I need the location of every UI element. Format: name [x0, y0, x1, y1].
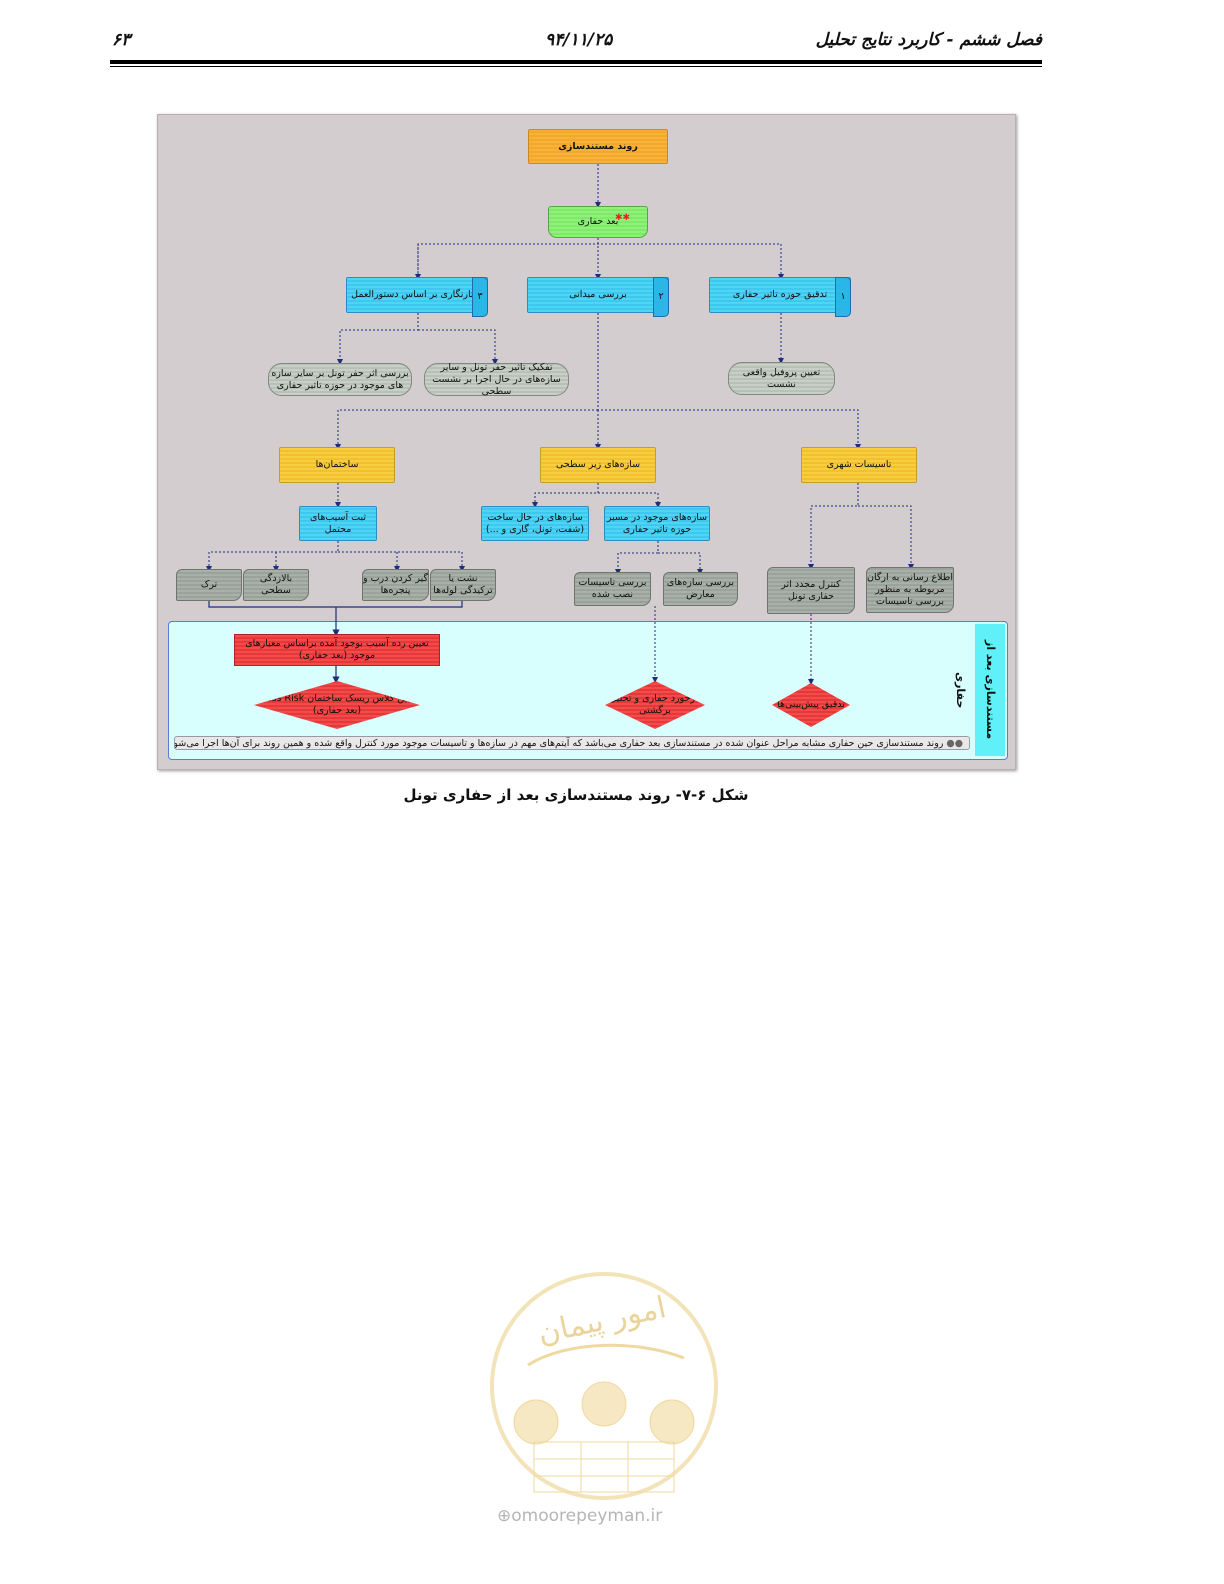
side-label: مستندسازی بعد از حفاری [954, 624, 1005, 756]
recheck-tunnel-node: کنترل مجدد اثر حفاری تونل [767, 567, 855, 614]
underground-structures-node: سازه‌های زیر سطحی [540, 447, 656, 483]
under-construction-node: سازه‌های در حال ساخت (شفت، تونل، گاری و … [481, 506, 589, 541]
root-node: روند مستندسازی [528, 129, 668, 164]
settlement-pipes-node: نشت یا ترکیدگی لوله‌ها [430, 569, 496, 601]
header-rule-thin [110, 66, 1042, 67]
watermark-site: ⊕omoorepeyman.ir [497, 1506, 662, 1526]
chapter-title: فصل ششم - کاربرد نتایج تحلیل [815, 30, 1042, 50]
settlement-profile-node: تعیین پروفیل واقعی نشست [728, 362, 835, 395]
buildings-node: ساختمان‌ها [279, 447, 395, 483]
after-excavation-node: بعد حفاری ✱✱ [548, 206, 648, 238]
branch-1-number: ۱ [835, 277, 851, 317]
other-structures-effect-node: بررسی اثر حفر تونل بر سایر سازه های موجو… [268, 363, 412, 396]
separate-effect-node: تفکیک تاثیر حفر تونل و سایر سازه‌های در … [424, 362, 569, 397]
figure-caption: شکل ۶-۷- روند مستندسازی بعد از حفاری تون… [403, 786, 749, 804]
branch-2-number: ۲ [653, 277, 669, 317]
existing-on-route-node: سازه‌های موجود در مسیر حوزه تاثیر حفاری [604, 506, 710, 541]
door-jam-node: گیر کردن درب و پنجره‌ها [362, 569, 429, 601]
header-rule-thick [110, 60, 1042, 64]
crack-node: ترک [176, 569, 242, 601]
watermark-site-text: omoorepeyman.ir [511, 1506, 663, 1526]
after-excavation-label: بعد حفاری [577, 216, 619, 227]
damage-category-node: تعیین رده آسیب بوجود آمده براساس معیارها… [234, 634, 440, 666]
branch-3-number: ۳ [472, 277, 488, 317]
page-number: ۶۳ [112, 30, 131, 50]
branch-1-node: ۱ تدقیق حوزه تاثیر حفاری [709, 277, 851, 317]
branch-3-label: رفتارنگاری بر اساس دستورالعمل [351, 289, 483, 300]
logo-text: امور پیمان [535, 1290, 669, 1351]
star-icon: ✱✱ [615, 213, 631, 223]
check-installed-node: بررسی تاسیسات نصب شده [574, 572, 651, 606]
bullet-icon: ●● [946, 738, 963, 749]
globe-icon: ⊕ [497, 1506, 512, 1526]
record-damage-node: ثبت آسیب‌های محتمل [299, 506, 377, 541]
watermark-logo: امور پیمان [490, 1272, 718, 1500]
branch-3-node: ۳ رفتارنگاری بر اساس دستورالعمل [346, 277, 488, 317]
check-conflicting-node: بررسی سازه‌های معارض [663, 572, 738, 606]
notify-org-node: اطلاع رسانی به ارگان مربوطه به منظور برر… [866, 567, 954, 613]
urban-facilities-node: تاسیسات شهری [801, 447, 917, 483]
branch-1-label: تدقیق حوزه تاثیر حفاری [732, 289, 828, 300]
footnote-bar: ●● روند مستندسازی حین حفاری مشابه مراحل … [174, 736, 970, 750]
surface-heave-node: بالازدگی سطحی [243, 569, 309, 601]
header-date: ۹۴/۱۱/۲۵ [545, 30, 613, 50]
branch-2-node: ۲ بررسی میدانی [527, 277, 669, 317]
footnote-text: روند مستندسازی حین حفاری مشابه مراحل عنو… [174, 738, 944, 749]
branch-2-label: بررسی میدانی [569, 289, 627, 300]
